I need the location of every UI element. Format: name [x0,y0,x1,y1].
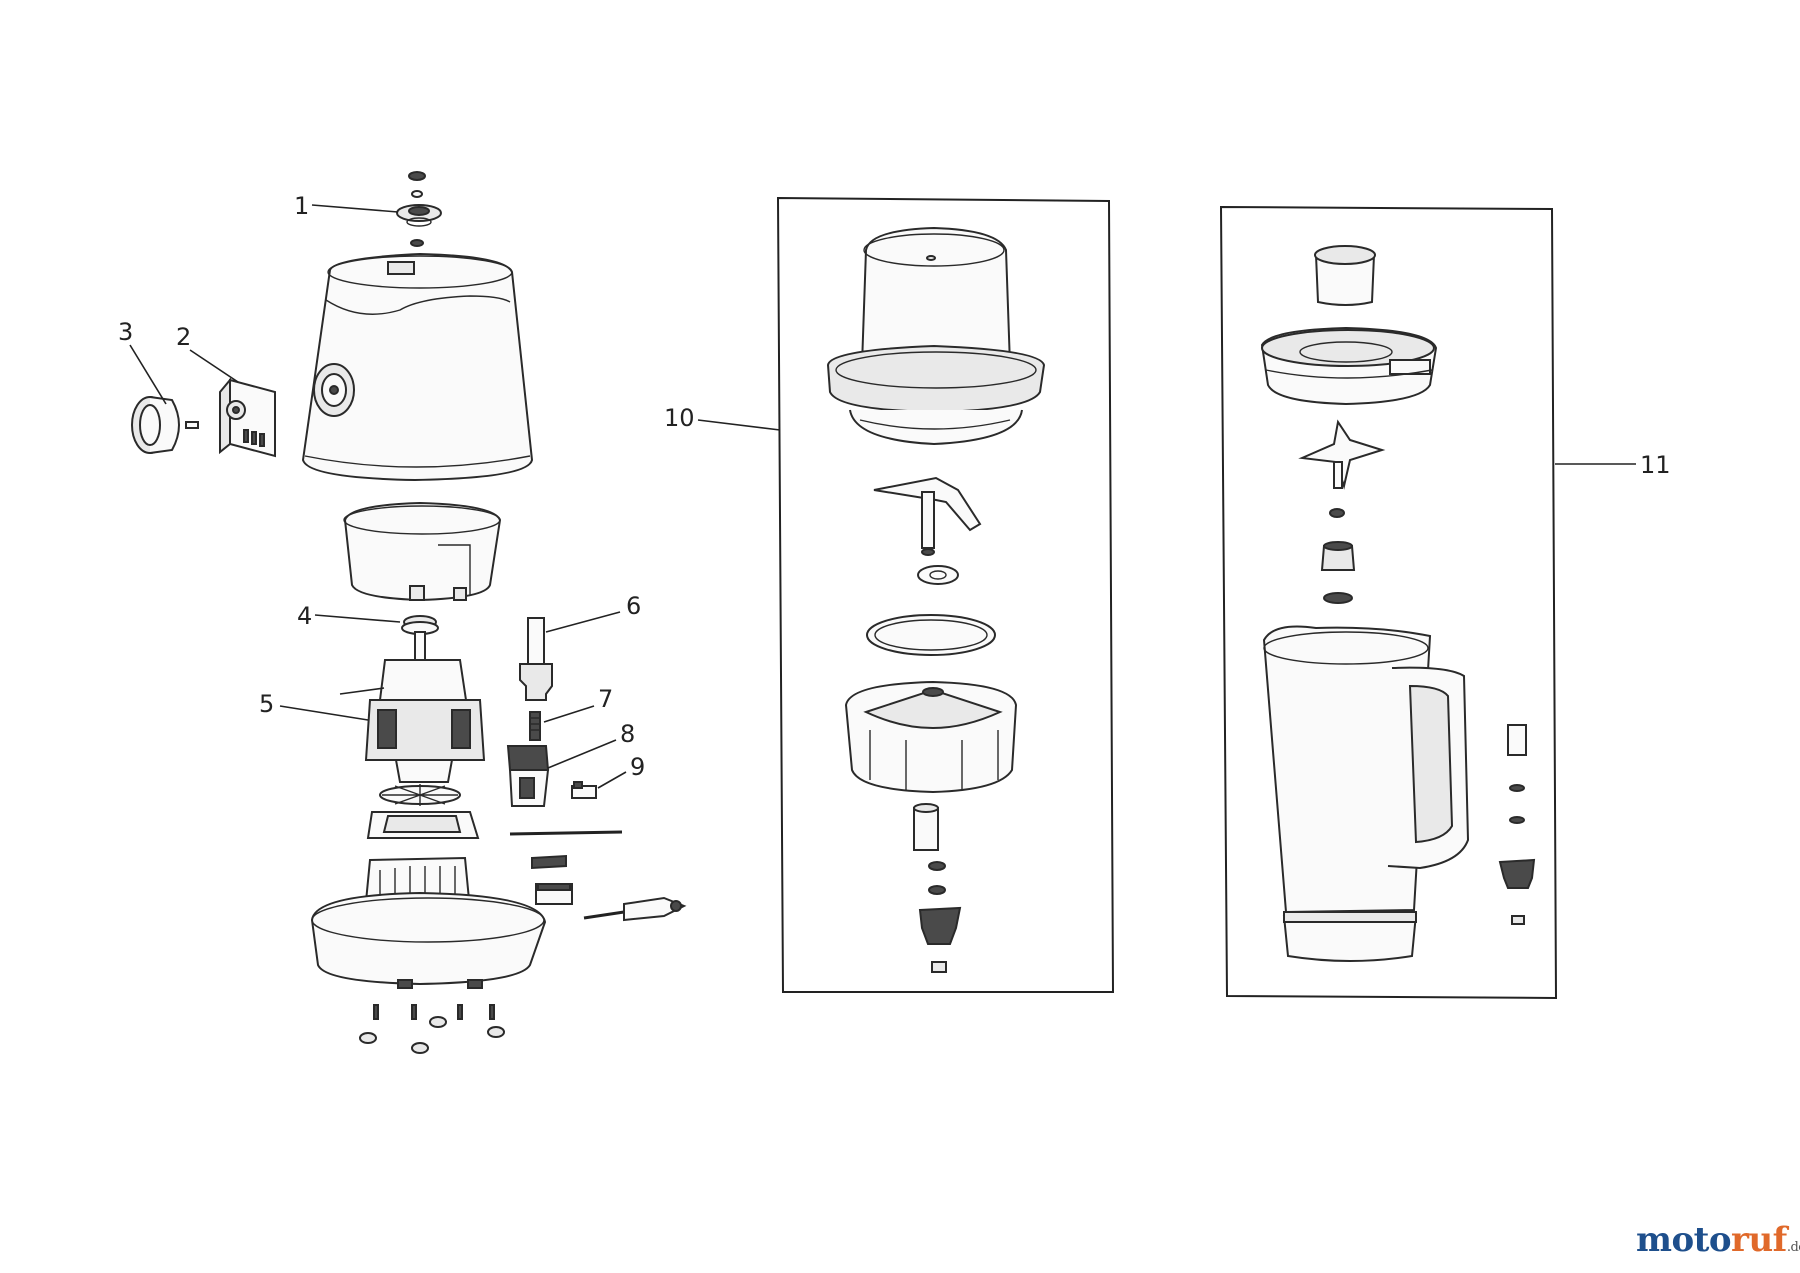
callout-4: 4 [297,602,312,630]
coupling-parts-10 [913,803,962,973]
base [310,856,547,989]
blender-jar [1262,625,1470,962]
callout-10: 10 [664,404,695,432]
part-3-knob [131,396,199,454]
callout-9: 9 [630,753,645,781]
callout-2: 2 [176,323,191,351]
panel-10-chopper-attachment: 10 [664,196,1115,993]
leader-9 [597,771,627,789]
bowl-base [844,680,1018,794]
leader-6 [545,611,621,633]
callout-6: 6 [626,592,641,620]
part-9-connector [571,781,597,799]
leader-1 [311,204,399,213]
jar-cap [1314,245,1376,306]
jar-lid [1260,326,1438,406]
bracket [366,811,480,839]
part-1-coupling [396,204,442,227]
part-5-motor [339,631,486,783]
callout-8: 8 [620,720,635,748]
part-6-lever [519,617,553,701]
leader-10 [697,419,781,431]
housing [301,252,534,482]
logo-text-part1: moto [1636,1220,1732,1260]
callout-7: 7 [598,685,613,713]
jar-bearing [1320,541,1356,604]
sealing-ring [866,614,996,656]
callout-3: 3 [118,318,133,346]
motor-base-assembly [131,171,687,1054]
part-8-microswitch [506,745,550,807]
callout-5: 5 [259,690,274,718]
fan [379,784,461,806]
leader-5 [279,705,369,721]
panel-11-blender-jar: 11 [1219,205,1671,1000]
left-callouts: 1 2 3 4 5 6 7 8 9 [118,192,645,789]
callout-1: 1 [294,192,309,220]
top-nut [408,171,426,181]
inner-ring [343,501,502,602]
logo-text-part2: ruf [1731,1220,1787,1260]
chopper-bowl [826,226,1046,446]
wire-and-clips [509,830,687,922]
washer [917,565,959,585]
jar-blade [1298,419,1386,518]
leader-3 [129,344,167,405]
leader-8 [547,739,617,769]
leader-4 [314,614,401,623]
small-washer [410,239,424,247]
leader-7 [543,705,595,723]
chopper-blade [873,476,982,556]
logo-tld: .de [1786,1240,1800,1255]
motoruf-logo: motoruf.de [1636,1220,1800,1260]
coupling-parts-11 [1498,724,1536,925]
leader-2 [189,349,239,383]
part-2-switch-board [219,377,276,458]
small-washer [411,190,423,198]
part-7-spring [529,711,541,741]
callout-11: 11 [1640,451,1671,479]
screws-and-feet [359,1004,505,1054]
